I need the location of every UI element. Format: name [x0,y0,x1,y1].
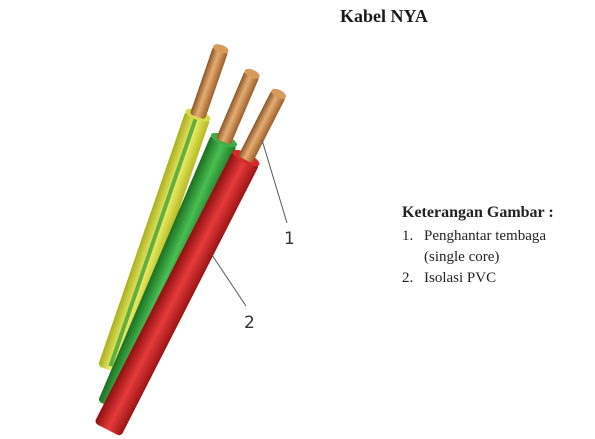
legend-item-text: Isolasi PVC [424,270,496,286]
callout-label-2: 2 [244,313,255,333]
legend-item-text: Penghantar tembaga [424,228,546,244]
leader-line-1 [262,140,287,223]
green-cable [98,65,267,413]
legend-list: 1.Penghantar tembaga (single core) 2.Iso… [402,226,554,289]
copper-conductor-yellow [190,46,229,119]
legend-heading: Keterangan Gambar : [402,204,554,222]
legend-item-subtext: (single core) [402,247,554,268]
legend-item-number: 2. [402,268,424,289]
leader-line-2 [212,255,246,306]
legend-item: 2.Isolasi PVC [402,268,554,289]
legend-item-number: 1. [402,226,424,247]
callout-label-1: 1 [284,229,295,249]
figure-title: Kabel NYA [340,6,428,27]
legend: Keterangan Gambar : 1.Penghantar tembaga… [402,204,554,289]
legend-item: 1.Penghantar tembaga (single core) [402,226,554,268]
